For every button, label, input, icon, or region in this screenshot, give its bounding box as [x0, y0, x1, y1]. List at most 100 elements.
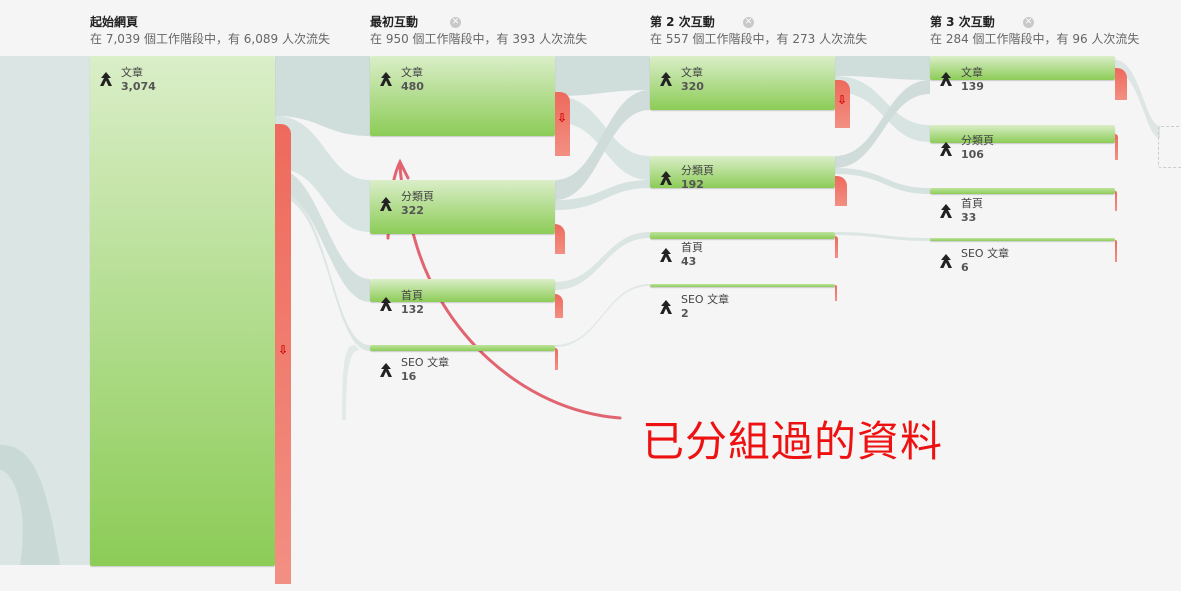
column-title: 起始網頁: [90, 15, 139, 29]
merge-icon: [377, 362, 395, 378]
flow-link: [555, 284, 650, 347]
flow-node[interactable]: [930, 56, 1115, 80]
column-title: 最初互動: [370, 15, 419, 29]
dropoff-bar[interactable]: [835, 285, 837, 301]
flow-node[interactable]: [930, 125, 1115, 143]
node-name: 首頁: [681, 241, 703, 254]
column-header-interaction-3: 第 3 次互動 在 284 個工作階段中，有 96 人次流失 ✕: [930, 14, 1139, 48]
column-subtitle: 在 284 個工作階段中，有 96 人次流失: [930, 32, 1140, 46]
merge-icon: [97, 71, 115, 87]
flow-link: [555, 232, 650, 290]
node-value: 320: [681, 80, 704, 93]
dropoff-bar[interactable]: [1115, 68, 1127, 100]
node-value: 33: [961, 211, 977, 224]
column-subtitle: 在 950 個工作階段中，有 393 人次流失: [370, 32, 588, 46]
dropoff-bar[interactable]: [835, 80, 850, 128]
annotation-text: 已分組過的資料: [642, 417, 944, 466]
flow-link: [342, 345, 360, 420]
node-value: 322: [401, 204, 424, 217]
dropoff-bar[interactable]: [1115, 191, 1117, 211]
flow-link: [835, 232, 930, 241]
node-value: 2: [681, 307, 689, 320]
dropoff-bar[interactable]: [275, 124, 291, 584]
column-subtitle: 在 7,039 個工作階段中，有 6,089 人次流失: [90, 32, 330, 46]
column-header-interaction-1: 最初互動 在 950 個工作階段中，有 393 人次流失 ✕: [370, 14, 587, 48]
dropoff-bar[interactable]: [835, 236, 838, 258]
column-title: 第 2 次互動: [650, 15, 715, 29]
node-value: 106: [961, 148, 984, 161]
dropoff-bar[interactable]: [1115, 240, 1117, 262]
node-name: 首頁: [401, 289, 423, 302]
close-icon[interactable]: ✕: [743, 17, 754, 28]
node-value: 3,074: [121, 80, 156, 93]
merge-icon: [377, 296, 395, 312]
flow-link: [835, 168, 930, 194]
incoming-flow: [0, 445, 60, 565]
node-value: 6: [961, 261, 969, 274]
merge-icon: [937, 141, 955, 157]
merge-icon: [657, 170, 675, 186]
flow-link: [275, 168, 370, 302]
node-value: 132: [401, 303, 424, 316]
node-name: SEO 文章: [401, 356, 450, 369]
flow-link: [835, 56, 930, 80]
merge-icon: [937, 71, 955, 87]
column-header-start: 起始網頁 在 7,039 個工作階段中，有 6,089 人次流失: [90, 14, 330, 48]
flow-link: [555, 56, 650, 96]
flow-node[interactable]: [650, 156, 835, 188]
close-icon[interactable]: ✕: [1023, 17, 1034, 28]
column-header-interaction-2: 第 2 次互動 在 557 個工作階段中，有 273 人次流失 ✕: [650, 14, 867, 48]
flow-link: [1115, 60, 1160, 138]
merge-icon: [657, 247, 675, 263]
flow-node[interactable]: [90, 56, 275, 566]
node-name: 分類頁: [681, 164, 714, 177]
close-icon[interactable]: ✕: [450, 17, 461, 28]
merge-icon: [937, 203, 955, 219]
flow-node[interactable]: [370, 345, 555, 351]
down-arrow-icon: ⇩: [837, 93, 848, 107]
node-value: 43: [681, 255, 697, 268]
node-value: 480: [401, 80, 424, 93]
merge-icon: [657, 299, 675, 315]
merge-icon: [377, 196, 395, 212]
node-name: 首頁: [961, 197, 983, 210]
merge-icon: [937, 253, 955, 269]
dropoff-bar[interactable]: [1115, 134, 1118, 160]
flow-node[interactable]: [650, 284, 835, 287]
node-value: 192: [681, 178, 704, 191]
dropoff-bar[interactable]: [835, 176, 847, 206]
merge-icon: [377, 71, 395, 87]
node-value: 16: [401, 370, 417, 383]
flow-link: [835, 80, 930, 168]
node-name: 分類頁: [401, 190, 434, 203]
flow-node[interactable]: [930, 238, 1115, 241]
flow-node[interactable]: [370, 180, 555, 234]
node-name: SEO 文章: [961, 247, 1010, 260]
dropoff-bar[interactable]: [555, 348, 558, 370]
down-arrow-icon: ⇩: [278, 343, 289, 357]
flow-node[interactable]: [650, 232, 835, 239]
flow-node[interactable]: [370, 56, 555, 136]
flow-node[interactable]: [930, 188, 1115, 194]
node-name: 文章: [681, 66, 703, 79]
flow-link: [555, 180, 650, 210]
dropoff-bar[interactable]: [555, 224, 565, 254]
node-name: 文章: [961, 66, 983, 79]
flow-node[interactable]: [370, 279, 555, 302]
dropoff-bar[interactable]: [555, 92, 570, 156]
flow-node[interactable]: [650, 56, 835, 110]
flow-link: [835, 76, 930, 142]
dropoff-bar[interactable]: [555, 294, 563, 318]
next-column-placeholder[interactable]: [1158, 126, 1181, 168]
column-title: 第 3 次互動: [930, 15, 995, 29]
node-name: 分類頁: [961, 134, 994, 147]
